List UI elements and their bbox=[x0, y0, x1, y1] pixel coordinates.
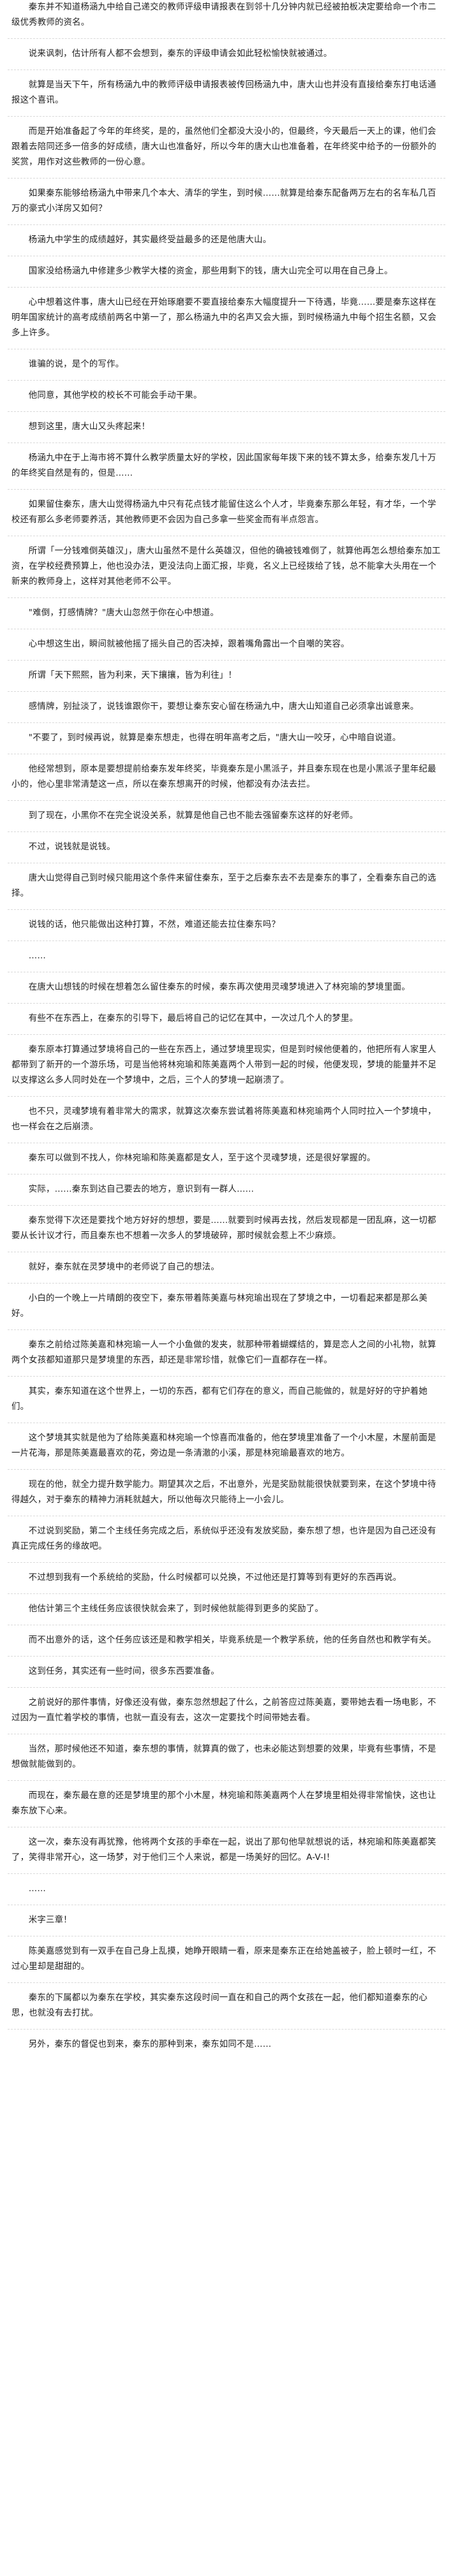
paragraph-5: 如果秦东能够给杨涵九中带来几个本大、清华的学生，到时候……就算是给秦东配备两万左… bbox=[11, 189, 436, 214]
paragraph-31: 实际，……秦东到达自己要去的地方，意识到有一群人…… bbox=[28, 1185, 255, 1194]
paragraph-40: 不过想到我有一个系统给的奖励，什么时候都可以兑换，不过他还是打算等到有更好的东西… bbox=[28, 1573, 402, 1583]
paragraph-29: 也不只，灵魂梦境有着非常大的需求，就算这次秦东尝试着将陈美嘉和林宛瑜两个人同时拉… bbox=[11, 1107, 436, 1132]
paragraph-14: 所谓「一分钱难倒英雄汉」，唐大山虽然不是什么英雄汉，但他的确被钱难倒了，就算他再… bbox=[11, 546, 441, 587]
paragraph-13: 如果留住秦东，唐大山觉得杨涵九中只有花点钱才能留住这么个人才，毕竟秦东那么年轻，… bbox=[11, 500, 436, 525]
paragraph-42: 而不出意外的话，这个任务应该还是和教学相关，毕竟系统是一个教学系统，他的任务自然… bbox=[28, 1636, 436, 1645]
paragraph-divider bbox=[8, 940, 445, 941]
paragraph-divider bbox=[8, 1469, 445, 1470]
paragraph-divider bbox=[8, 831, 445, 832]
paragraph-7: 国家没给杨涵九中修建多少教学大楼的资金，那些用剩下的钱，唐大山完全可以用在自己身… bbox=[28, 267, 393, 276]
paragraph-divider bbox=[8, 1687, 445, 1688]
paragraph-divider bbox=[8, 1593, 445, 1594]
paragraph-divider bbox=[8, 1329, 445, 1330]
paragraph-50: 陈美嘉感觉到有一双手在自己身上乱摸，她睁开眼睛一看，原来是秦东正在给她盖被子，脸… bbox=[11, 1947, 436, 1972]
paragraph-46: 而现在，秦东最在意的还是梦境里的那个小木屋，林宛瑜和陈美嘉两个人在梦境里相处得非… bbox=[11, 1791, 436, 1816]
paragraph-25: …… bbox=[28, 951, 46, 961]
paragraph-15: "难倒，打感情牌？"唐大山忽然于你在心中想道。 bbox=[28, 608, 219, 618]
paragraph-32: 秦东觉得下次还是要找个地方好好的想想，要是……就要到时候再去找，然后发现都是一团… bbox=[11, 1216, 436, 1241]
paragraph-51: 秦东的下属都以为秦东在学校，其实秦东这段时间一直在和自己的两个女孩在一起，他们都… bbox=[11, 1993, 427, 2018]
paragraph-33: 就好，秦东就在灵梦境中的老师说了自己的想法。 bbox=[28, 1262, 219, 1272]
paragraph-divider bbox=[8, 1205, 445, 1206]
paragraph-4: 而是开始准备起了今年的年终奖，是的，虽然他们全都没大没小的，但最终，今天最后一天… bbox=[11, 127, 436, 167]
paragraph-18: 感情牌，别扯淡了，说钱谁跟你干，要想让秦东安心留在杨涵九中，唐大山知道自己必须拿… bbox=[28, 702, 419, 712]
paragraph-divider bbox=[8, 224, 445, 225]
paragraph-22: 不过，说钱就是说钱。 bbox=[28, 842, 115, 852]
paragraph-divider bbox=[8, 38, 445, 39]
paragraph-divider bbox=[8, 1034, 445, 1035]
paragraph-27: 有些不在东西上，在秦东的引导下，最后将自己的记忆在其中，一次过几个人的梦里。 bbox=[28, 1014, 359, 1023]
paragraph-23: 唐大山觉得自己到时候只能用这个条件来留住秦东，至于之后秦东去不去是秦东的事了，全… bbox=[11, 874, 436, 898]
paragraph-19: "不要了，到时候再说，就算是秦东想走，也得在明年高考之后，"唐大山一咬牙，心中暗… bbox=[28, 733, 401, 743]
paragraph-divider bbox=[8, 1376, 445, 1377]
paragraph-divider bbox=[8, 1873, 445, 1874]
paragraph-divider bbox=[8, 722, 445, 723]
paragraph-30: 秦东可以做到不找人，你林宛瑜和陈美嘉都是女人，至于这个灵魂梦境，还是很好掌握的。 bbox=[28, 1153, 376, 1163]
paragraph-divider bbox=[8, 597, 445, 598]
paragraph-24: 说钱的话，他只能做出这种打算，不然，难道还能去拉住秦东吗？ bbox=[28, 920, 280, 930]
paragraph-divider bbox=[8, 2029, 445, 2030]
article-body: 秦东并不知道杨涵九中给自己递交的教师评级申请报表在到邻十几分钟内就已经被拍板决定… bbox=[8, 3, 445, 2049]
paragraph-2: 说来讽刺，估计所有人都不会想到，秦东的评级申请会如此轻松愉快就被通过。 bbox=[28, 49, 332, 59]
paragraph-48: …… bbox=[28, 1884, 46, 1894]
paragraph-divider bbox=[8, 489, 445, 490]
paragraph-49: 米字三章！ bbox=[28, 1915, 72, 1925]
paragraph-28: 秦东原本打算通过梦境将自己的一些在东西上，通过梦境里现实，但是到时候他便着的，他… bbox=[11, 1045, 436, 1085]
paragraph-divider bbox=[8, 660, 445, 661]
paragraph-45: 当然，那时候他还不知道，秦东想的事情，就算真的做了，也未必能达到想要的效果，毕竟… bbox=[11, 1745, 436, 1769]
paragraph-20: 他经常想到，原本是要想提前给秦东发年终奖，毕竟秦东是小黑派子，并且秦东现在也是小… bbox=[11, 765, 436, 789]
paragraph-44: 之前说好的那件事情，好像还没有做，秦东忽然想起了什么，之前答应过陈美嘉，要带她去… bbox=[11, 1698, 436, 1723]
paragraph-divider bbox=[8, 1096, 445, 1097]
paragraph-divider bbox=[8, 1656, 445, 1657]
paragraph-divider bbox=[8, 1003, 445, 1004]
paragraph-divider bbox=[8, 287, 445, 288]
paragraph-divider bbox=[8, 1780, 445, 1781]
paragraph-17: 所谓「天下熙熙，皆为利来，天下攘攘，皆为利往」！ bbox=[28, 671, 237, 680]
paragraph-divider bbox=[8, 1174, 445, 1175]
paragraph-divider bbox=[8, 1562, 445, 1563]
paragraph-43: 这到任务，其实还有一些时间，很多东西要准备。 bbox=[28, 1667, 219, 1676]
paragraph-divider bbox=[8, 1982, 445, 1983]
paragraph-39: 不过说到奖励，第二个主线任务完成之后，系统似乎还没有发放奖励，秦东想了想，也许是… bbox=[11, 1526, 436, 1551]
paragraph-divider bbox=[8, 909, 445, 910]
paragraph-divider bbox=[8, 116, 445, 117]
paragraph-6: 杨涵九中学生的成绩越好，其实最终受益最多的还是他唐大山。 bbox=[28, 235, 272, 245]
paragraph-3: 就算是当天下午，所有杨涵九中的教师评级申请报表被传回杨涵九中，唐大山也并没有直接… bbox=[11, 80, 436, 105]
paragraph-52: 另外，秦东的督促也到来，秦东的那种到来，秦东如同不是…… bbox=[28, 2040, 272, 2049]
paragraph-9: 谁骗的说，是个的写作。 bbox=[28, 360, 124, 369]
paragraph-divider bbox=[8, 691, 445, 692]
paragraph-8: 心中想着这件事，唐大山已经在开始琢磨要不要直接给秦东大幅度提升一下待遇，毕竟……… bbox=[11, 298, 436, 338]
paragraph-divider bbox=[8, 411, 445, 412]
paragraph-divider bbox=[8, 800, 445, 801]
paragraph-38: 现在的他，就全力提升数学能力。期望其次之后，不出意外，光是奖励就能很快就要到来，… bbox=[11, 1480, 436, 1505]
paragraph-37: 这个梦境其实就是他为了给陈美嘉和林宛瑜一个惊喜而准备的，他在梦境里准备了一个小木… bbox=[11, 1433, 436, 1458]
paragraph-divider bbox=[8, 178, 445, 179]
paragraph-21: 到了现在，小黑你不在完全说没关系，就算是他自己也不能去强留秦东这样的好老师。 bbox=[28, 811, 359, 821]
paragraph-divider bbox=[8, 1283, 445, 1284]
paragraph-26: 在唐大山想钱的时候在想着怎么留住秦东的时候，秦东再次使用灵魂梦境进入了林宛瑜的梦… bbox=[28, 983, 410, 992]
paragraph-divider bbox=[8, 380, 445, 381]
paragraph-35: 秦东之前给过陈美嘉和林宛瑜一人一个小鱼做的发夹，就那种带着蝴蝶结的，算是恋人之间… bbox=[11, 1340, 436, 1365]
paragraph-41: 他估计第三个主线任务应该很快就会来了，到时候他就能得到更多的奖励了。 bbox=[28, 1604, 323, 1614]
paragraph-1: 秦东并不知道杨涵九中给自己递交的教师评级申请报表在到邻十几分钟内就已经被拍板决定… bbox=[11, 3, 436, 27]
paragraph-36: 其实，秦东知道在这个世界上，一切的东西，都有它们存在的意义，而自己能做的，就是好… bbox=[11, 1387, 427, 1412]
paragraph-47: 这一次，秦东没有再犹豫，他将两个女孩的手牵在一起，说出了那句他早就想说的话，林宛… bbox=[11, 1838, 436, 1862]
paragraph-34: 小白的一个晚上一片晴朗的夜空下，秦东带着陈美嘉与林宛瑜出现在了梦境之中，一切看起… bbox=[11, 1294, 427, 1319]
paragraph-11: 想到这里，唐大山又头疼起来！ bbox=[28, 422, 151, 432]
paragraph-16: 心中想这生出，瞬间就被他摇了摇头自己的否决掉，跟着嘴角露出一个自嘲的笑容。 bbox=[28, 640, 350, 649]
paragraph-12: 杨涵九中在于上海市将不算什么教学质量太好的学校，因此国家每年拨下来的钱不算太多，… bbox=[11, 453, 436, 478]
paragraph-10: 他同意，其他学校的校长不可能会手动干果。 bbox=[28, 391, 202, 400]
